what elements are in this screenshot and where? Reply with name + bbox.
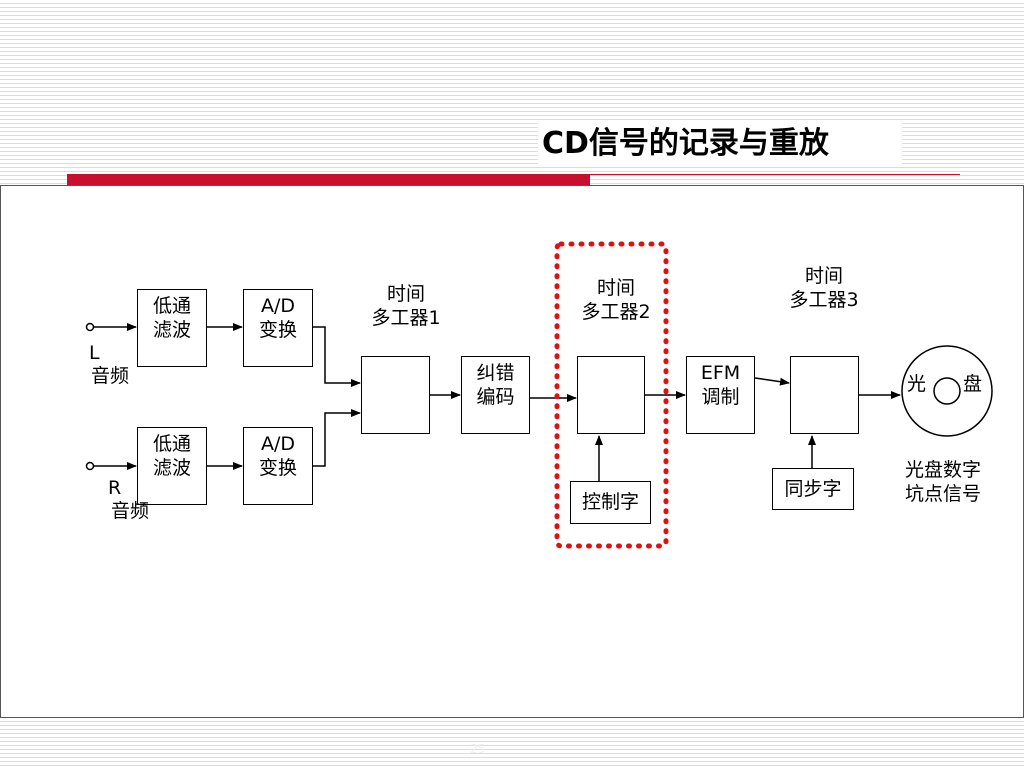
efm-line2: 调制 [701, 386, 740, 408]
wire-ad-top-to-mux1 [312, 326, 361, 387]
disc-signal-label: 光盘数字 坑点信号 [883, 458, 1003, 506]
mux1-label: 时间 多工器1 [356, 282, 456, 330]
control-word-box: 控制字 [570, 481, 651, 524]
ecc-line2: 编码 [476, 386, 515, 408]
mux2-label: 时间 多工器2 [566, 276, 666, 324]
mux3-label: 时间 多工器3 [774, 264, 874, 312]
page-number: 25 [470, 742, 486, 756]
mux2-highlight-frame [554, 241, 669, 549]
wire-ad-bottom-to-mux1 [312, 409, 361, 467]
left-input-terminal [85, 322, 95, 332]
mux1-box [361, 356, 430, 434]
title-underline-bar [67, 174, 590, 186]
ad-bottom-box: A/D 变换 [243, 427, 313, 505]
ecc-box: 纠错 编码 [461, 356, 530, 434]
ecc-line1: 纠错 [476, 362, 515, 384]
ad-bottom-line2: 变换 [258, 457, 297, 479]
mux3-label-line1: 时间 [804, 265, 843, 287]
mux3-label-line2: 多工器3 [789, 289, 859, 311]
diagram-area: 低通 滤波 A/D 变换 低通 滤波 A/D 变换 L 音频 R 音频 时间 多… [0, 185, 1024, 718]
mux1-label-line2: 多工器1 [371, 307, 441, 329]
lpf-bottom-line1: 低通 [152, 433, 191, 455]
lpf-bottom-line2: 滤波 [152, 457, 191, 479]
mux1-label-line1: 时间 [386, 283, 425, 305]
lpf-bottom-box: 低通 滤波 [137, 427, 207, 505]
mux2-label-line1: 时间 [596, 277, 635, 299]
efm-box: EFM 调制 [686, 356, 755, 434]
ad-top-line2: 变换 [258, 319, 297, 341]
disc-signal-line1: 光盘数字 [904, 459, 981, 481]
left-input-letter: L [89, 342, 100, 364]
disc-signal-line2: 坑点信号 [904, 483, 981, 505]
lpf-top-line2: 滤波 [152, 319, 191, 341]
footer-stripes [0, 718, 1024, 768]
lpf-top-box: 低通 滤波 [137, 289, 207, 367]
efm-line1: EFM [700, 362, 741, 384]
disc-label-right: 盘 [963, 373, 983, 395]
mux2-box [577, 356, 645, 434]
ad-top-line1: A/D [260, 295, 296, 317]
disc-label-left: 光 [907, 373, 927, 395]
mux2-label-line2: 多工器2 [581, 301, 651, 323]
right-input-letter: R [108, 477, 122, 499]
left-input-label: 音频 [91, 365, 130, 387]
ad-top-box: A/D 变换 [243, 289, 313, 367]
wire-efm-to-mux3 [754, 377, 790, 386]
right-input-label: 音频 [111, 500, 150, 522]
right-input-terminal [85, 461, 95, 471]
mux3-box [790, 356, 859, 434]
sync-word-box: 同步字 [772, 468, 854, 510]
ad-bottom-line1: A/D [260, 433, 296, 455]
lpf-top-line1: 低通 [152, 295, 191, 317]
slide-title: CD信号的记录与重放 [538, 122, 902, 166]
disc-hole [933, 377, 961, 405]
title-underline-thin [590, 174, 960, 175]
